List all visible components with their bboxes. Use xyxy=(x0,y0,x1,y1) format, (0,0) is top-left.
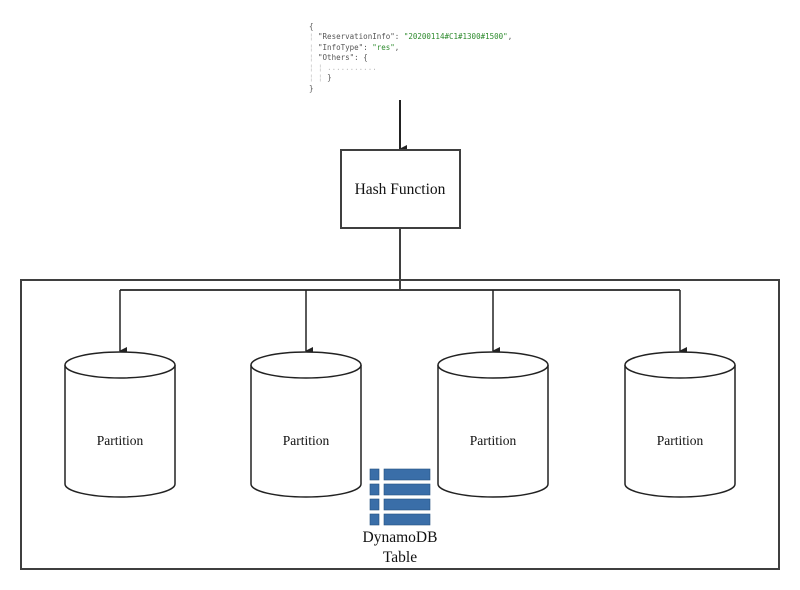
json-key-infotype: "InfoType" xyxy=(318,42,364,52)
icon-row-value xyxy=(383,468,431,481)
partition-label: Partition xyxy=(470,433,517,448)
partition-label: Partition xyxy=(657,433,704,448)
partition-4: Partition xyxy=(624,290,736,498)
icon-row-key xyxy=(369,468,380,481)
partition-1: Partition xyxy=(64,290,176,498)
json-ellipsis: ........... xyxy=(327,63,377,73)
icon-row-key xyxy=(369,498,380,511)
cylinder-body xyxy=(64,365,176,498)
partition-label: Partition xyxy=(283,433,330,448)
icon-row-value xyxy=(383,483,431,496)
hash-function-node: Hash Function xyxy=(340,149,461,229)
cylinder-body xyxy=(250,365,362,498)
json-close-brace: } xyxy=(309,83,314,93)
json-value-others: { xyxy=(363,52,368,62)
json-inner-close: } xyxy=(327,73,332,83)
partitions-group: Partition Partition Partition Partition xyxy=(64,290,736,498)
json-value-infotype: "res" xyxy=(372,42,395,52)
cylinder-body xyxy=(437,365,549,498)
json-value-reservationinfo: "20200114#C1#1300#1500" xyxy=(403,32,508,42)
partition-3: Partition xyxy=(437,290,549,498)
cylinder-top xyxy=(437,351,549,379)
icon-row-key xyxy=(369,513,380,526)
cylinder-top xyxy=(250,351,362,379)
json-open-brace: { xyxy=(309,22,314,31)
json-key-reservationinfo: "ReservationInfo" xyxy=(318,32,395,42)
icon-row-value xyxy=(383,498,431,511)
cylinder-body xyxy=(624,365,736,498)
hash-function-label: Hash Function xyxy=(355,181,446,198)
table-label-line1: DynamoDB xyxy=(363,529,438,546)
json-key-others: "Others" xyxy=(318,52,355,62)
table-label-line2: Table xyxy=(383,549,417,566)
cylinder-top xyxy=(624,351,736,379)
dynamodb-table-icon xyxy=(366,466,434,530)
json-snippet: { ¦ "ReservationInfo": "20200114#C1#1300… xyxy=(309,22,513,93)
partition-2: Partition xyxy=(250,290,362,498)
cylinder-top xyxy=(64,351,176,379)
icon-row-value xyxy=(383,513,431,526)
partition-label: Partition xyxy=(97,433,144,448)
icon-row-key xyxy=(369,483,380,496)
